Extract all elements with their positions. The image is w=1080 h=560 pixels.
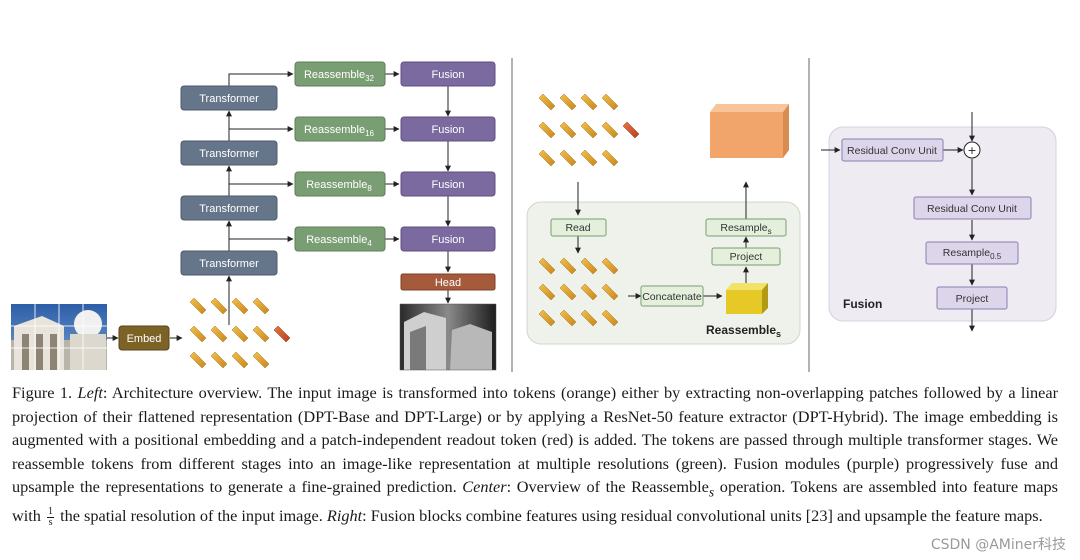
fusion-arrows bbox=[821, 112, 975, 332]
fusion-block-3: Fusion bbox=[400, 171, 496, 197]
residual-conv-unit-top: Residual Conv Unit bbox=[841, 138, 944, 162]
fusion-label: Fusion bbox=[431, 234, 464, 246]
reassemble-label: Reassemble bbox=[304, 124, 365, 136]
fusion-label: Fusion bbox=[431, 69, 464, 81]
head-block: Head bbox=[400, 273, 496, 291]
watermark: CSDN @AMiner科技 bbox=[930, 537, 1066, 553]
residual-conv-label: Residual Conv Unit bbox=[847, 145, 937, 157]
center-panel: Read Concatenate Project Resamples Reass… bbox=[526, 93, 801, 345]
depth-output-image bbox=[399, 303, 497, 371]
project-label: Project bbox=[956, 293, 989, 305]
resample-subscript: s bbox=[768, 227, 772, 236]
fusion-title: Fusion bbox=[843, 297, 882, 311]
reassemble-block-16: Reassemble16 bbox=[294, 116, 386, 142]
caption-part-3: : Fusion blocks combine features using r… bbox=[362, 506, 1043, 526]
svg-text:Reassemble4: Reassemble4 bbox=[306, 234, 372, 248]
svg-text:Reassemble32: Reassemble32 bbox=[304, 69, 375, 83]
fusion-block-2: Fusion bbox=[400, 116, 496, 142]
reassemble-title-subscript: s bbox=[776, 329, 781, 339]
reassemble-subscript: 4 bbox=[367, 239, 372, 248]
read-label: Read bbox=[565, 222, 590, 234]
transformer-label: Transformer bbox=[199, 93, 259, 105]
caption-part-2b: operation. Tokens are assembled into fea… bbox=[12, 477, 1059, 526]
reassemble-subscript: 8 bbox=[367, 184, 372, 193]
caption-center-label: Center bbox=[462, 477, 507, 497]
center-concat-feature-map bbox=[726, 283, 768, 314]
caption-part-2c: the spatial resolution of the input imag… bbox=[56, 506, 327, 526]
embed-label: Embed bbox=[127, 333, 162, 345]
right-panel: Residual Conv Unit + Residual Conv Unit … bbox=[821, 112, 1057, 332]
center-arrows bbox=[575, 181, 749, 299]
concatenate-block: Concatenate bbox=[640, 285, 704, 307]
fraction-denominator: s bbox=[48, 516, 53, 528]
reassemble-block-4: Reassemble4 bbox=[294, 226, 386, 252]
center-input-tokens bbox=[538, 93, 640, 167]
transformer-block-4: Transformer bbox=[180, 250, 278, 276]
fraction-numerator: 1 bbox=[47, 505, 55, 518]
project-block-right: Project bbox=[936, 286, 1008, 310]
resample-block-center: Resamples bbox=[705, 218, 787, 237]
transformer-label: Transformer bbox=[199, 148, 259, 160]
fusion-block-4: Fusion bbox=[400, 226, 496, 252]
resample-subscript: 0.5 bbox=[990, 252, 1002, 261]
fusion-background bbox=[828, 126, 1057, 322]
embedding-tokens bbox=[189, 297, 291, 369]
residual-conv-unit-mid: Residual Conv Unit bbox=[913, 196, 1032, 220]
transformer-label: Transformer bbox=[199, 258, 259, 270]
caption-part-1: : Architecture overview. The input image… bbox=[12, 383, 1058, 497]
transformer-label: Transformer bbox=[199, 203, 259, 215]
resample-label: Resample bbox=[720, 222, 767, 234]
figure-diagram: Transformer Transformer Transformer Tran… bbox=[11, 58, 1057, 372]
svg-text:Reassemble16: Reassemble16 bbox=[304, 124, 375, 138]
project-label: Project bbox=[730, 251, 763, 263]
transformer-block-2: Transformer bbox=[180, 140, 278, 166]
reassemble-title: Reassemble bbox=[706, 323, 776, 337]
reassemble-label: Reassemble bbox=[304, 69, 365, 81]
reassemble-block-32: Reassemble32 bbox=[294, 61, 386, 87]
reassemble-subscript: 32 bbox=[365, 74, 374, 83]
concatenate-label: Concatenate bbox=[642, 291, 702, 303]
fusion-label: Fusion bbox=[431, 179, 464, 191]
sum-node: + bbox=[963, 141, 981, 159]
caption-right-label: Right bbox=[326, 506, 363, 526]
figure-caption: Figure 1. Left: Architecture overview. T… bbox=[12, 381, 1058, 528]
fusion-block-1: Fusion bbox=[400, 61, 496, 87]
svg-text:Resample0.5: Resample0.5 bbox=[943, 247, 1002, 261]
left-panel: Transformer Transformer Transformer Tran… bbox=[11, 61, 497, 371]
caption-left-label: Left bbox=[77, 383, 103, 402]
reassemble-label: Reassemble bbox=[306, 234, 367, 246]
input-image bbox=[11, 304, 107, 370]
svg-text:Resamples: Resamples bbox=[720, 222, 771, 236]
caption-part-2a: : Overview of the Reassemble bbox=[506, 477, 709, 497]
caption-subscript: s bbox=[708, 484, 715, 500]
center-output-feature-map bbox=[710, 104, 789, 158]
svg-text:Reassemble8: Reassemble8 bbox=[306, 179, 372, 193]
plus-icon: + bbox=[967, 144, 976, 157]
fusion-label: Fusion bbox=[431, 124, 464, 136]
transformer-block-3: Transformer bbox=[180, 195, 278, 221]
resample-label: Resample bbox=[943, 247, 990, 259]
svg-text:Reassembles: Reassembles bbox=[706, 323, 781, 339]
reassemble-block-8: Reassemble8 bbox=[294, 171, 386, 197]
read-block: Read bbox=[550, 218, 607, 237]
transformer-chain-lines bbox=[107, 71, 451, 341]
caption-figure-number: Figure 1. bbox=[12, 383, 73, 402]
reassemble-subscript: 16 bbox=[365, 129, 374, 138]
head-label: Head bbox=[435, 277, 461, 289]
reassemble-label: Reassemble bbox=[306, 179, 367, 191]
resample-block-right: Resample0.5 bbox=[925, 241, 1019, 265]
project-block-center: Project bbox=[711, 247, 781, 266]
readout-token bbox=[273, 325, 291, 343]
residual-conv-label: Residual Conv Unit bbox=[927, 203, 1017, 215]
embed-block: Embed bbox=[118, 325, 170, 351]
transformer-block-1: Transformer bbox=[180, 85, 278, 111]
